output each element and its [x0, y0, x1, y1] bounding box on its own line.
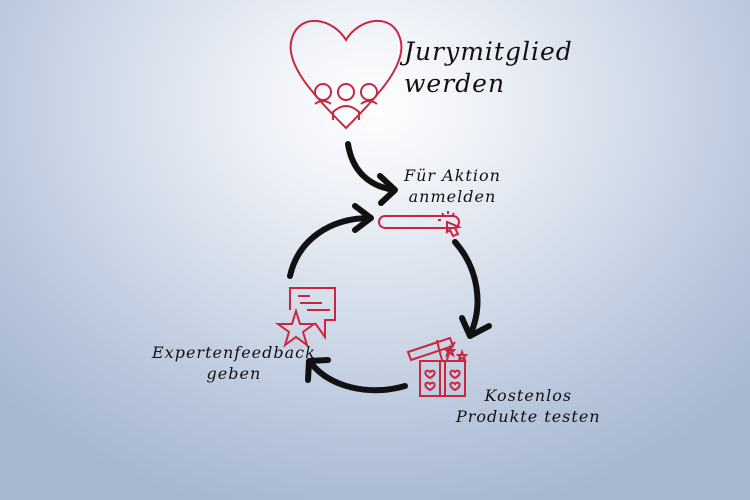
step-2-line2: anmelden: [408, 187, 497, 206]
step-4-line1: Expertenfeedback: [152, 343, 316, 362]
step-1-label: Jurymitglied werden: [404, 36, 573, 100]
step-3-line1: Kostenlos: [484, 386, 573, 405]
step-1-line2: werden: [404, 69, 506, 98]
gift-box-icon: [406, 336, 469, 397]
step-3-line2: Produkte testen: [456, 407, 601, 426]
step-4-label: Expertenfeedback geben: [152, 342, 316, 384]
arrow-to-signup: [345, 141, 398, 206]
heart-people-icon: [289, 20, 403, 130]
arrow-signup-to-test: [452, 239, 492, 339]
arrow-test-to-feedback: [305, 357, 408, 394]
step-4-line2: geben: [206, 364, 262, 383]
arrow-feedback-to-signup: [287, 203, 374, 279]
feedback-star-icon: [274, 287, 336, 348]
step-1-line1: Jurymitglied: [404, 37, 573, 66]
signup-field-click-icon: [378, 211, 463, 238]
step-2-line1: Für Aktion: [404, 166, 501, 185]
step-3-label: Kostenlos Produkte testen: [456, 385, 601, 427]
step-2-label: Für Aktion anmelden: [404, 165, 501, 207]
